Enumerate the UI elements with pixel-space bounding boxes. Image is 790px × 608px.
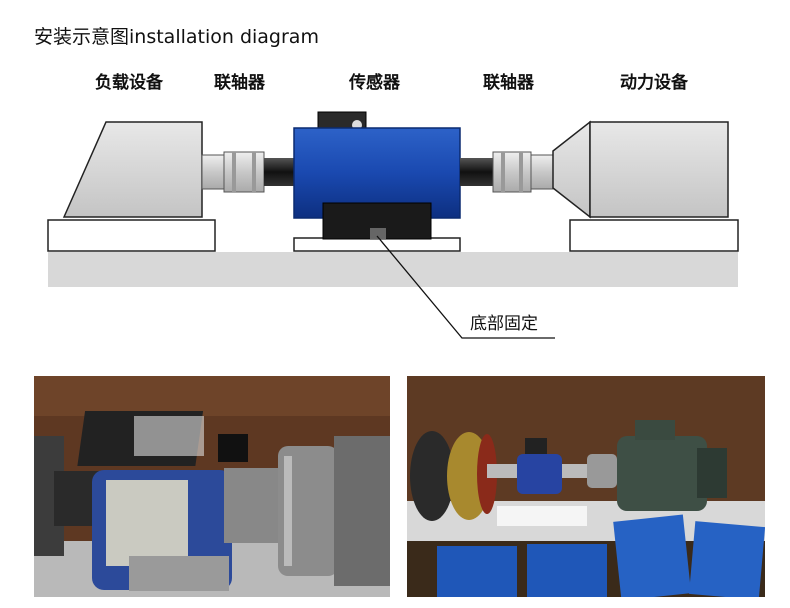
ground-plate (48, 252, 738, 287)
power-equipment-nose (552, 120, 591, 219)
base-fixing-point (370, 228, 386, 239)
power-equipment-body (589, 121, 729, 218)
left-coupling (223, 151, 265, 193)
load-equipment-base (47, 219, 216, 252)
right-coupling (492, 151, 532, 193)
right-coupling-label: 联轴器 (483, 73, 534, 93)
sensor-closeup-photo (34, 376, 390, 597)
sensor-mount-base (293, 237, 461, 252)
base-fixed-callout: 底部固定 (470, 314, 538, 334)
sensor-label: 传感器 (349, 73, 400, 93)
power-equipment-label: 动力设备 (620, 73, 688, 93)
load-equipment-body (62, 121, 203, 218)
motor-shaft (530, 154, 554, 190)
diagram-title: 安装示意图installation diagram (34, 26, 319, 48)
callout-leader-line (376, 235, 555, 339)
load-shaft (201, 154, 225, 190)
power-equipment-base (569, 219, 739, 252)
load-equipment-label: 负载设备 (95, 73, 163, 93)
test-bench-photo (407, 376, 765, 597)
left-coupling-label: 联轴器 (214, 73, 265, 93)
right-dark-shaft (460, 158, 493, 186)
left-dark-shaft (264, 158, 296, 186)
